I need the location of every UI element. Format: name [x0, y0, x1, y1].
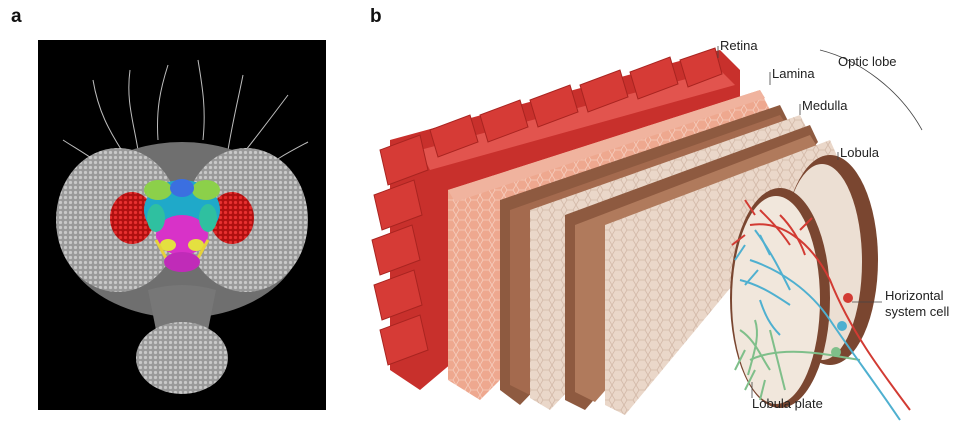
label-lobula: Lobula — [840, 145, 879, 160]
label-system-cell: system cell — [885, 304, 949, 319]
fly-head-illustration — [38, 40, 326, 410]
panel-a-letter: a — [11, 6, 22, 28]
label-lamina: Lamina — [772, 66, 815, 81]
label-medulla: Medulla — [802, 98, 848, 113]
label-optic-lobe: Optic lobe — [838, 54, 897, 69]
red-soma — [843, 293, 853, 303]
optic-lobe-diagram: Retina Lamina Optic lobe Medulla Lobula … — [360, 30, 959, 427]
blue-soma — [837, 321, 847, 331]
green-soma — [831, 347, 841, 357]
labellum — [136, 322, 228, 394]
label-lobula-plate: Lobula plate — [752, 396, 823, 411]
optic-lobe-illustration — [360, 30, 959, 427]
label-horizontal: Horizontal — [885, 288, 944, 303]
fly-head-micrograph — [38, 40, 326, 410]
label-retina: Retina — [720, 38, 758, 53]
panel-b-letter: b — [370, 6, 382, 28]
